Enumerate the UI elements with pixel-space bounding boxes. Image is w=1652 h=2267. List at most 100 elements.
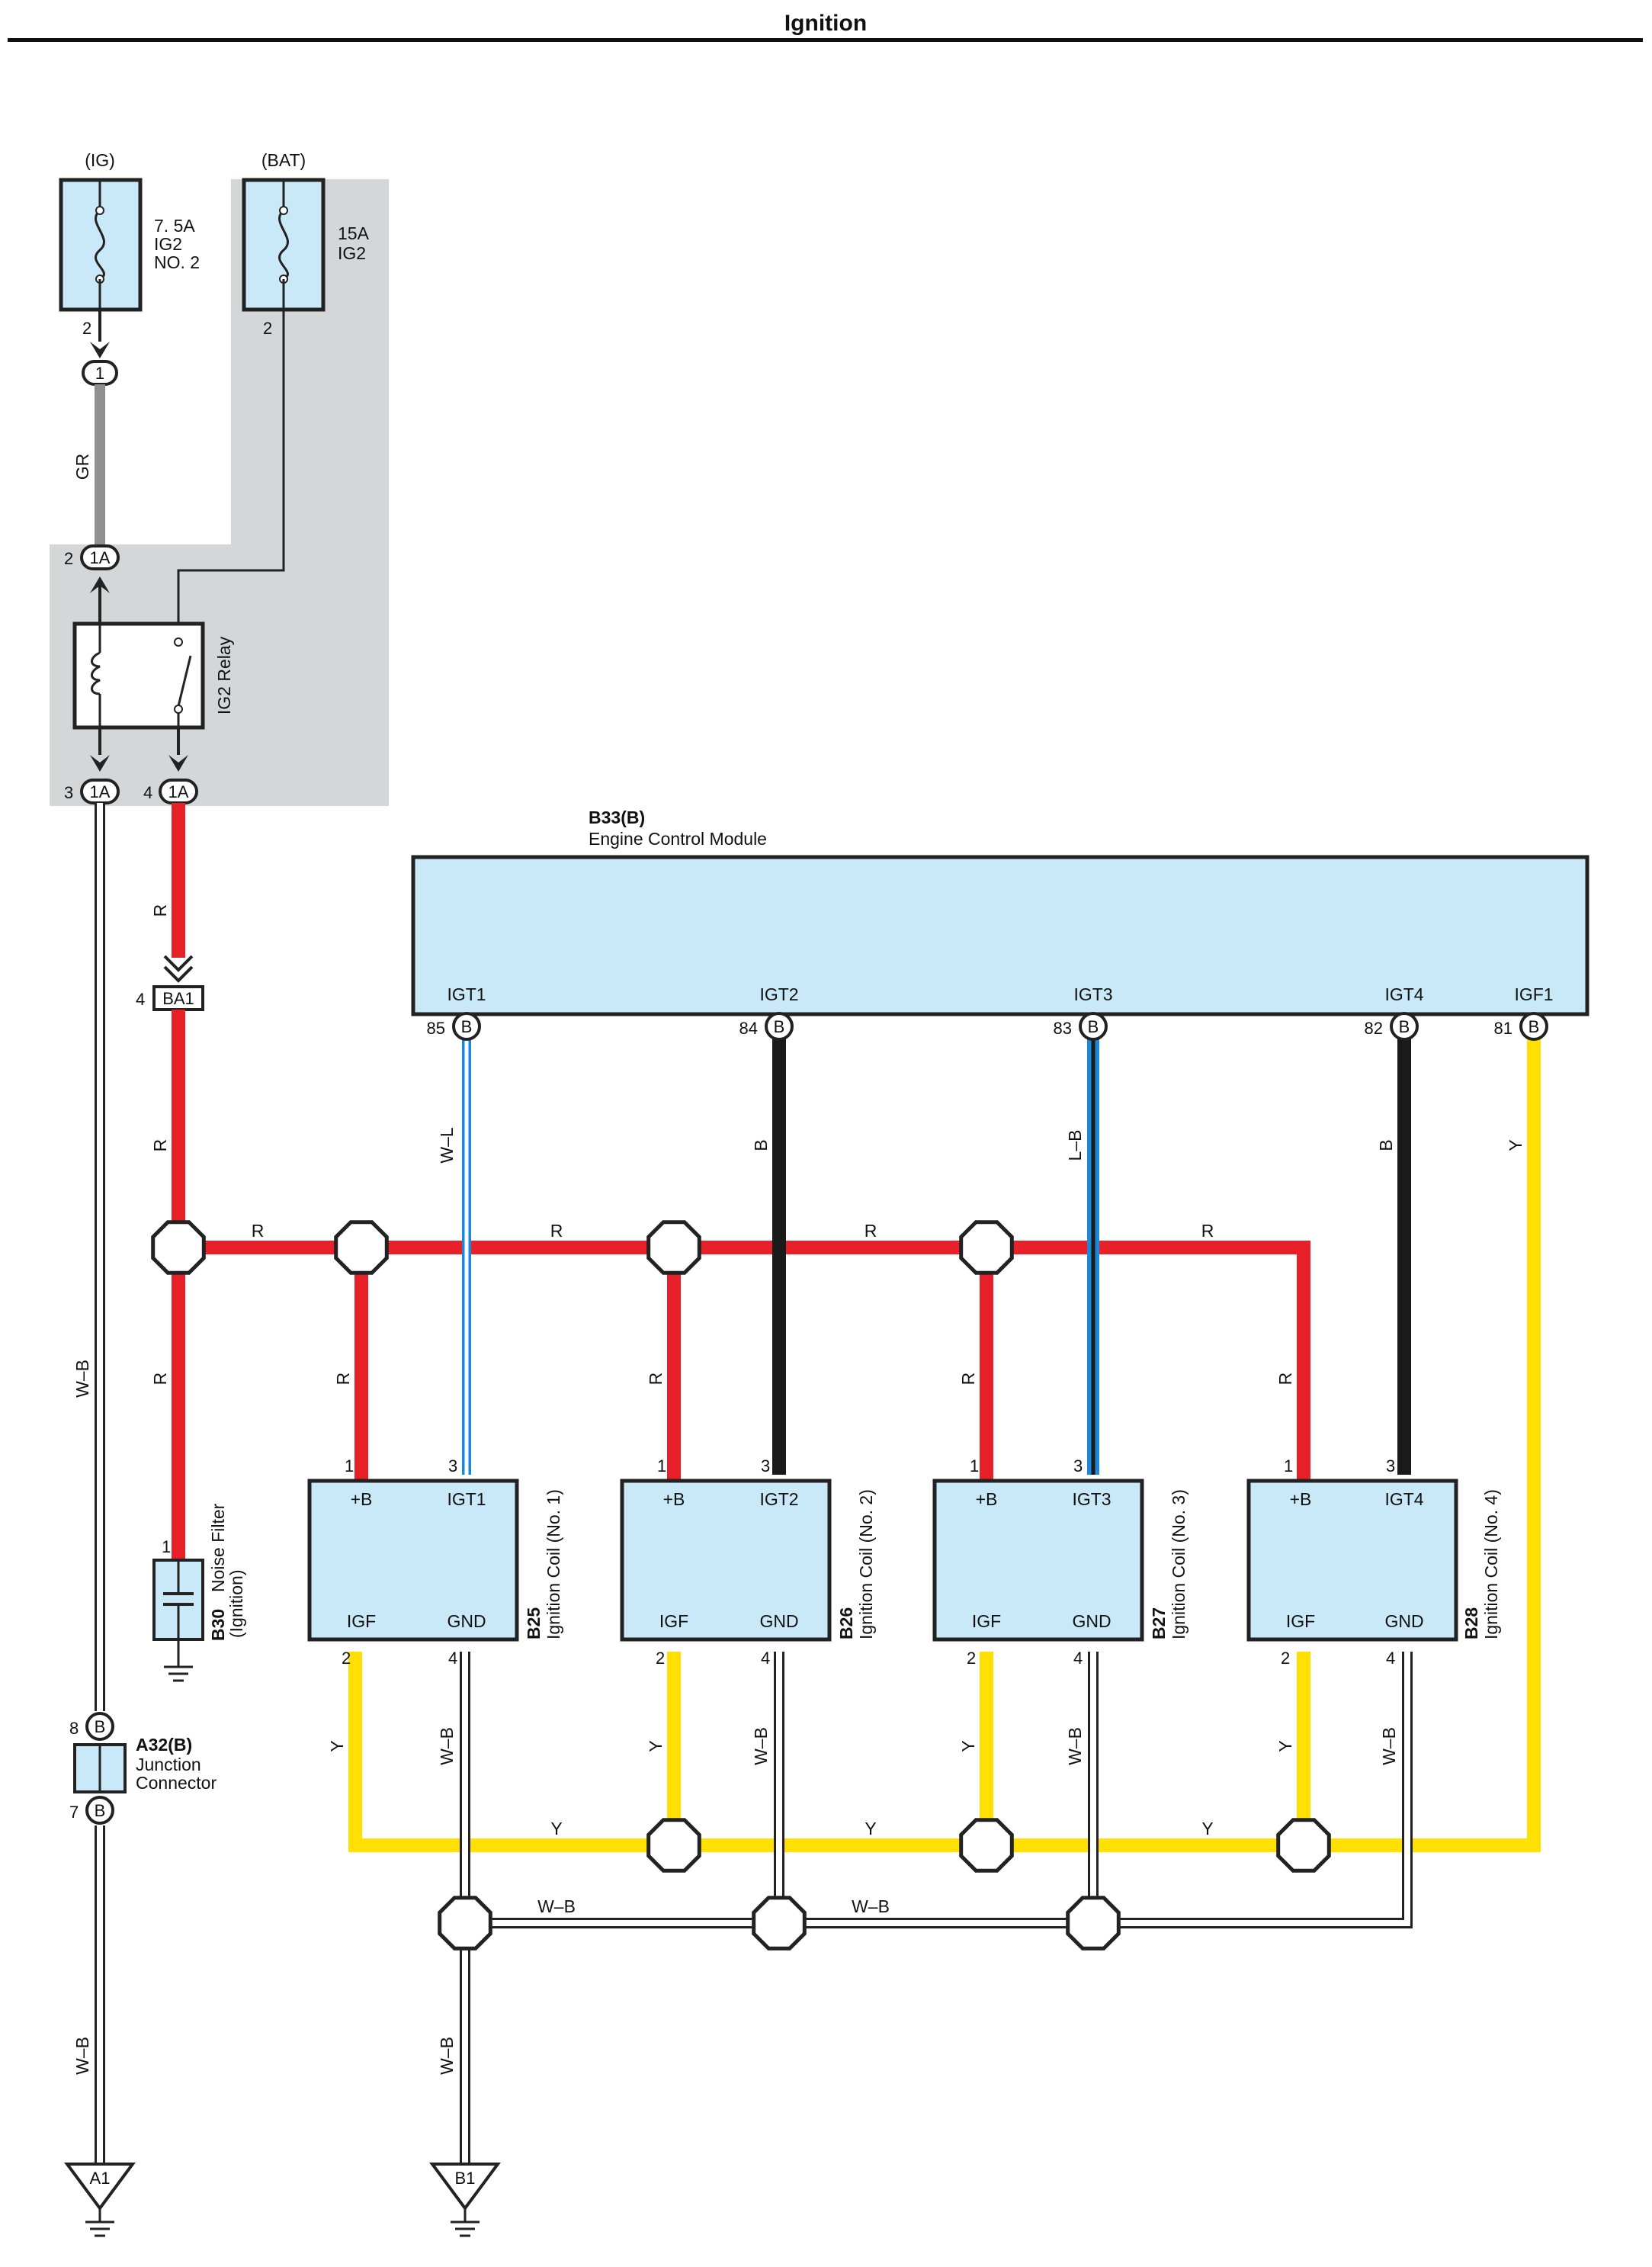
ignition-coil-2[interactable]: 1 3 +B IGT2 IGF GND 2 4 B26 Ignition Coi… (620, 1456, 876, 1668)
svg-text:IGT2: IGT2 (759, 984, 798, 1004)
wire-label-r-c3: R (958, 1373, 978, 1386)
svg-text:+B: +B (1290, 1489, 1312, 1509)
svg-text:83: 83 (1054, 1019, 1072, 1038)
connector-ba1-pin: 4 (136, 990, 145, 1009)
fuse2-rating: 15A (338, 223, 370, 243)
jc-id: A32(B) (136, 1735, 192, 1755)
ecm-terminal-igt2[interactable]: IGT2 B 84 (739, 984, 799, 1041)
wire-label-y-bus2: Y (864, 1819, 876, 1838)
page-title: Ignition (784, 11, 867, 36)
fuse1-rating: 7. 5A (154, 216, 195, 236)
svg-text:GND: GND (447, 1611, 486, 1631)
relay-box[interactable] (72, 621, 205, 730)
wire-label-r-1: R (150, 904, 170, 917)
svg-text:81: 81 (1494, 1019, 1512, 1038)
ignition-coil-3[interactable]: 1 3 +B IGT3 IGF GND 2 4 B27 Ignition Coi… (932, 1456, 1188, 1668)
ecm-name: Engine Control Module (589, 829, 767, 849)
splice-point[interactable] (438, 1896, 492, 1951)
relay-conn-top[interactable] (80, 544, 120, 570)
splice-point[interactable] (752, 1896, 807, 1951)
svg-text:4: 4 (761, 1649, 770, 1668)
fuse1-icon (95, 209, 105, 281)
wire-label-r-bus3: R (864, 1221, 877, 1241)
wire-label-y-c4: Y (1275, 1740, 1295, 1752)
svg-text:Ignition Coil (No. 2): Ignition Coil (No. 2) (856, 1489, 876, 1639)
fuse2-pin: 2 (263, 319, 272, 338)
svg-text:B: B (774, 1017, 785, 1036)
double-arrow-icon (163, 955, 194, 983)
svg-text:Ignition Coil (No. 3): Ignition Coil (No. 3) (1169, 1489, 1188, 1639)
fuse2-source: (BAT) (261, 150, 306, 170)
svg-text:1: 1 (1284, 1456, 1293, 1475)
svg-text:B28: B28 (1461, 1607, 1481, 1639)
wire-label-r-bus1: R (252, 1221, 265, 1241)
wire-label-b-igt4: B (1376, 1139, 1396, 1151)
ecm-terminal-igt4[interactable]: IGT4 B 82 (1365, 984, 1424, 1041)
svg-text:3: 3 (1386, 1456, 1395, 1475)
fuse2-name: IG2 (338, 243, 366, 263)
jc-pin-7[interactable] (85, 1796, 114, 1825)
jc-pin-8[interactable] (85, 1712, 114, 1741)
ground-b1[interactable] (429, 2163, 501, 2211)
splice-point[interactable] (959, 1818, 1014, 1873)
svg-text:3: 3 (1073, 1456, 1083, 1475)
svg-text:2: 2 (1281, 1649, 1290, 1668)
svg-text:IGT3: IGT3 (1072, 1489, 1111, 1509)
wire-label-wl: W–L (437, 1127, 457, 1164)
svg-text:B: B (95, 1801, 106, 1820)
svg-text:4: 4 (1386, 1649, 1395, 1668)
noise-filter-pin: 1 (162, 1537, 171, 1556)
fuse1-name: IG2 (154, 234, 182, 254)
arrow-down-icon (90, 342, 110, 358)
engine-control-module[interactable] (411, 855, 1589, 1016)
svg-text:7: 7 (69, 1803, 79, 1822)
svg-text:82: 82 (1365, 1019, 1383, 1038)
splice-group (151, 1220, 1331, 1951)
ground-a1[interactable] (64, 2163, 136, 2211)
splice-point[interactable] (151, 1220, 206, 1275)
wire-label-b-igt2: B (751, 1139, 771, 1151)
fuse2-icon (278, 209, 289, 281)
splice-point[interactable] (1276, 1818, 1331, 1873)
svg-text:84: 84 (739, 1019, 758, 1038)
wire-wb-gnd[interactable] (460, 1652, 1413, 2169)
wire-r-bus[interactable] (178, 1241, 1310, 1479)
ignition-coil-4[interactable]: 1 3 +B IGT4 IGF GND 2 4 B28 Ignition Coi… (1246, 1456, 1501, 1668)
arrow-down-icon (90, 755, 110, 772)
wire-bat-feed[interactable] (177, 310, 285, 639)
ground-a1-label: A1 (90, 2169, 111, 2188)
svg-text:B: B (1088, 1017, 1099, 1036)
ecm-terminal-igt1[interactable]: IGT1 B 85 (427, 984, 486, 1041)
relay-label: IG2 Relay (214, 636, 234, 714)
wire-y-igf[interactable] (348, 1025, 1541, 1852)
ecm-terminal-igf1[interactable]: IGF1 B 81 (1494, 984, 1554, 1041)
svg-text:3: 3 (761, 1456, 770, 1475)
relay-pin-right: 4 (143, 783, 152, 802)
wire-label-r-bus2: R (550, 1221, 563, 1241)
svg-text:2: 2 (967, 1649, 976, 1668)
svg-text:2: 2 (342, 1649, 351, 1668)
fuse1-pin: 2 (82, 319, 91, 338)
wire-label-wb-bus1: W–B (537, 1896, 576, 1916)
wire-label-gr: GR (72, 454, 92, 480)
svg-text:GND: GND (1072, 1611, 1111, 1631)
ecm-terminal-igt3[interactable]: IGT3 B 83 (1054, 984, 1113, 1041)
relay-coil-icon (91, 651, 101, 695)
splice-point[interactable] (959, 1220, 1014, 1275)
wire-label-y-ecm: Y (1506, 1139, 1525, 1151)
svg-text:IGF: IGF (659, 1611, 688, 1631)
wire-label-y-bus3: Y (1201, 1819, 1213, 1838)
svg-text:Ignition Coil (No. 1): Ignition Coil (No. 1) (544, 1489, 563, 1639)
svg-text:IGF: IGF (347, 1611, 376, 1631)
splice-point[interactable] (1066, 1896, 1121, 1951)
ignition-coil-1[interactable]: 1 3 +B IGT1 IGF GND 2 4 B25 Ignition Coi… (307, 1456, 563, 1668)
splice-point[interactable] (334, 1220, 389, 1275)
splice-point[interactable] (646, 1818, 701, 1873)
splice-point[interactable] (646, 1220, 701, 1275)
svg-text:GND: GND (1384, 1611, 1423, 1631)
connector-ba1[interactable] (152, 985, 204, 1011)
fuse1-source: (IG) (85, 150, 115, 170)
svg-text:+B: +B (976, 1489, 998, 1509)
svg-text:IGT1: IGT1 (447, 1489, 486, 1509)
